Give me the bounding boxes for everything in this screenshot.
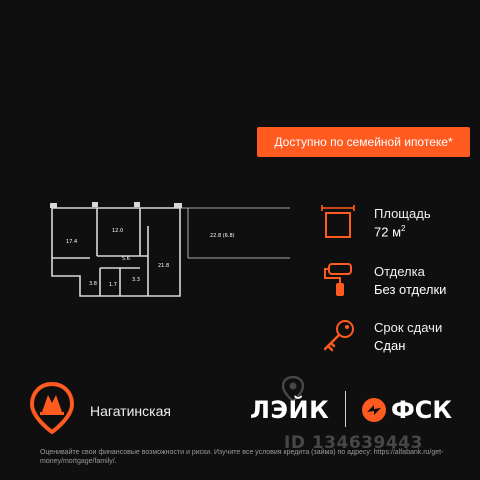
feature-value: 72 м2 xyxy=(374,224,406,240)
feature-value: Сдан xyxy=(374,338,406,353)
fsk-logo: ФСК xyxy=(361,396,452,424)
watermark-id: ID 134639443 xyxy=(284,433,423,453)
room-label: 3.8 xyxy=(89,281,97,287)
feature-value: Без отделки xyxy=(374,282,447,297)
feature-completion: Срок сдачи Сдан xyxy=(320,318,480,358)
room-label: 5.6 xyxy=(122,256,130,262)
paint-roller-icon xyxy=(324,263,352,296)
room-label: 22.8 (6.8) xyxy=(210,233,235,239)
family-mortgage-badge[interactable]: Доступно по семейной ипотеке* xyxy=(257,127,470,157)
room-label: 21.8 xyxy=(158,263,169,269)
room-label: 1.7 xyxy=(109,282,117,288)
watermark: ID 134639443 xyxy=(282,376,452,453)
disclaimer: Оценивайте свои финансовые возможности и… xyxy=(40,449,444,465)
metro-station: Нагатинская xyxy=(90,403,171,419)
feature-area: Площадь 72 м2 xyxy=(320,204,480,244)
lake-logo: ЛЭЙК xyxy=(250,396,330,424)
feature-title: Отделка xyxy=(374,264,425,279)
key-icon xyxy=(323,320,354,352)
fsk-logo-text: ФСК xyxy=(391,396,453,424)
location-pin-icon xyxy=(282,376,304,402)
room-label: 17.4 xyxy=(66,239,77,245)
metro-icon xyxy=(30,382,74,434)
feature-title: Срок сдачи xyxy=(374,320,443,335)
area-icon xyxy=(321,205,355,238)
feature-finishing: Отделка Без отделки xyxy=(320,262,480,302)
room-label: 12.0 xyxy=(112,228,123,234)
logo-divider xyxy=(345,391,346,427)
feature-title: Площадь xyxy=(374,206,431,221)
room-label: 3.3 xyxy=(132,277,140,283)
floor-plan: 17.4 12.0 5.6 21.8 3.8 1.7 3.3 22.8 (6.8… xyxy=(50,202,290,297)
fsk-logo-icon xyxy=(362,398,386,422)
